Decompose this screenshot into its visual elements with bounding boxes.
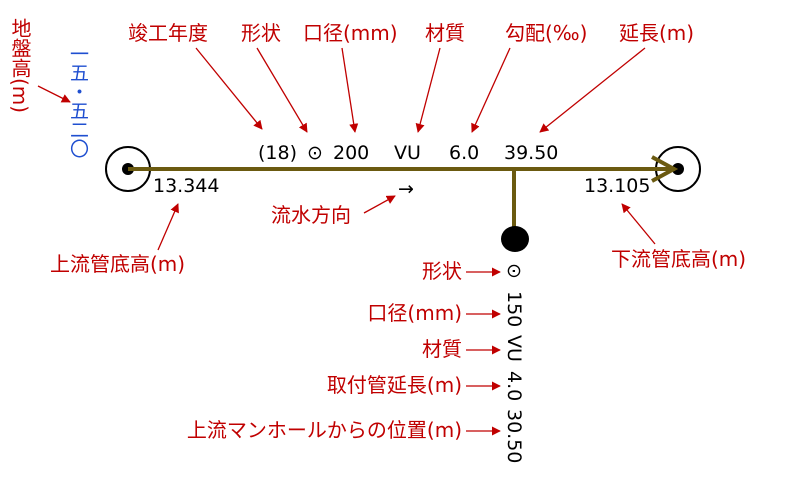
main-pipe-arrowhead (651, 155, 679, 183)
pipe-diameter: 200 (333, 142, 369, 164)
arrow-length (539, 47, 646, 133)
label-diameter: 口径(mm) (303, 21, 398, 45)
label-material: 材質 (425, 21, 465, 45)
branch-label-position: 上流マンホールからの位置(m) (187, 418, 462, 442)
pipe-length: 39.50 (504, 142, 558, 164)
pipe-shape-symbol: ⊙ (307, 142, 323, 164)
pipe-gradient: 6.0 (449, 142, 479, 164)
arrow-upstream-bottom (157, 203, 179, 251)
arrow-gradient (471, 47, 511, 133)
label-upstream-bottom: 上流管底高(m) (50, 252, 185, 276)
arrow-diameter (341, 47, 359, 133)
branch-value-shape: ⊙ (503, 263, 525, 279)
label-completion-year: 竣工年度 (128, 21, 208, 45)
branch-label-material: 材質 (422, 337, 462, 361)
arrow-completion-year (195, 47, 263, 130)
flow-direction-arrow-glyph: → (398, 178, 414, 200)
ground-level-value: 一五・五二〇 (67, 44, 89, 158)
branch-value-material: VU (503, 335, 525, 362)
pipe-year: (18) (258, 142, 297, 164)
label-flow-direction: 流水方向 (271, 203, 351, 227)
branch-label-diameter: 口径(mm) (367, 301, 462, 325)
label-gradient: 勾配(‰) (505, 21, 587, 45)
branch-inlet (501, 226, 529, 252)
branch-label-length: 取付管延長(m) (327, 373, 462, 397)
label-shape: 形状 (241, 21, 281, 45)
branch-value-diameter: 150 (503, 291, 525, 327)
arrow-shape (256, 47, 308, 133)
arrow-material (415, 47, 441, 133)
branch-value-position: 30.50 (503, 409, 525, 463)
branch-label-shape: 形状 (422, 259, 462, 283)
pipe-material: VU (394, 142, 421, 164)
arrow-downstream-bottom (621, 203, 656, 245)
arrow-flow-direction (363, 195, 396, 214)
label-ground-level: 地盤高(m) (8, 18, 32, 113)
upstream-bottom-value: 13.344 (153, 175, 219, 197)
downstream-bottom-value: 13.105 (584, 175, 650, 197)
label-length: 延長(m) (619, 21, 694, 45)
label-downstream-bottom: 下流管底高(m) (611, 247, 746, 271)
branch-value-length: 4.0 (503, 371, 525, 401)
arrow-ground-level (37, 85, 71, 103)
